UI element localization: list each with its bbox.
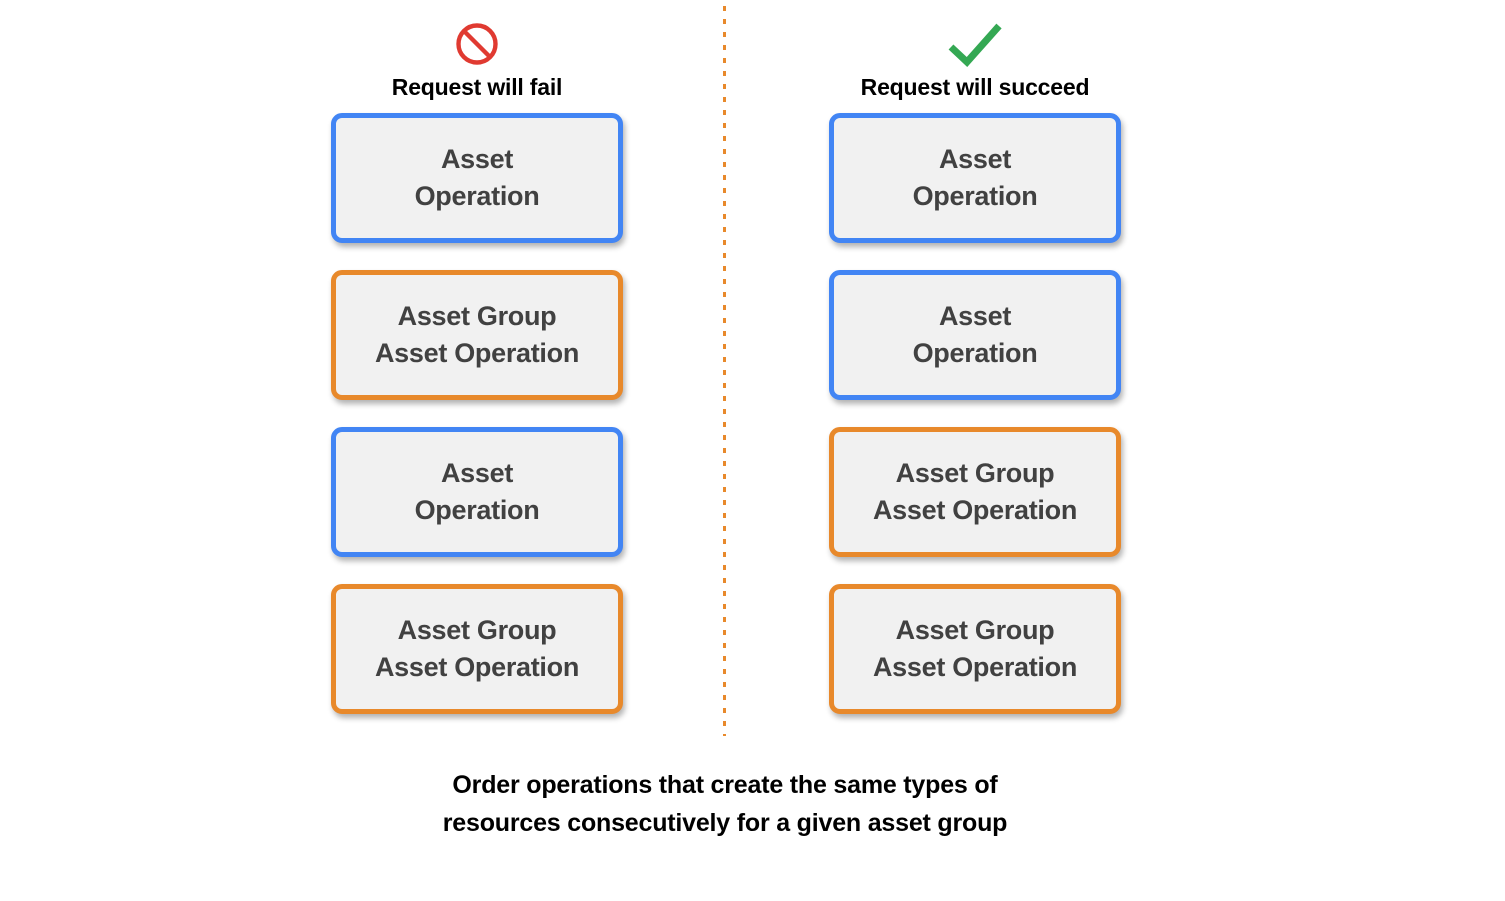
card-label: Asset Group Asset Operation [872, 615, 1078, 682]
card-asset-operation[interactable]: Asset Operation [331, 113, 623, 243]
column-header-fail: Request will fail [327, 14, 627, 100]
card-asset-group-asset-operation[interactable]: Asset Group Asset Operation [829, 584, 1121, 714]
card-label: Asset Group Asset Operation [374, 301, 580, 368]
card-label: Asset Operation [912, 144, 1038, 211]
prohibition-sign-icon [327, 14, 627, 74]
card-label: Asset Operation [414, 458, 540, 525]
diagram-caption: Order operations that create the same ty… [442, 771, 1008, 837]
card-asset-group-asset-operation[interactable]: Asset Group Asset Operation [829, 427, 1121, 557]
card-label: Asset Operation [414, 144, 540, 211]
column-header-succeed: Request will succeed [825, 14, 1125, 100]
column-header-label-succeed: Request will succeed [860, 74, 1090, 100]
column-header-label-fail: Request will fail [391, 74, 563, 100]
card-label: Asset Group Asset Operation [872, 458, 1078, 525]
card-stack-succeed: Asset Operation Asset Operation Asset Gr… [829, 113, 1121, 714]
card-label: Asset Group Asset Operation [374, 615, 580, 682]
vertical-dotted-divider [723, 6, 726, 736]
card-asset-operation[interactable]: Asset Operation [829, 270, 1121, 400]
card-asset-group-asset-operation[interactable]: Asset Group Asset Operation [331, 270, 623, 400]
checkmark-icon [825, 14, 1125, 74]
card-label: Asset Operation [912, 301, 1038, 368]
card-asset-operation[interactable]: Asset Operation [331, 427, 623, 557]
card-asset-operation[interactable]: Asset Operation [829, 113, 1121, 243]
card-asset-group-asset-operation[interactable]: Asset Group Asset Operation [331, 584, 623, 714]
card-stack-fail: Asset Operation Asset Group Asset Operat… [331, 113, 623, 714]
